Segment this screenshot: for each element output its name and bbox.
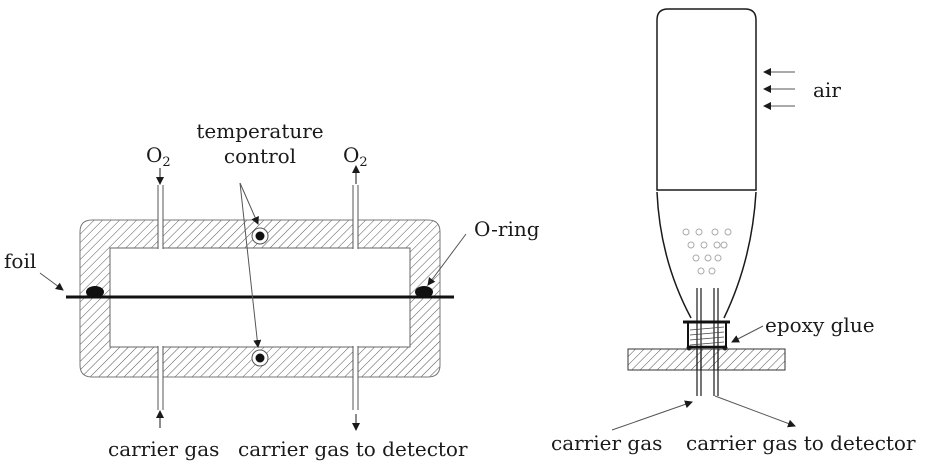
temperature-pointer-top [239,182,259,225]
foil-label: foil [4,249,36,273]
epoxy-seal [689,326,725,346]
temperature-label-line1: temperature [196,119,323,143]
o2-in-label: O2 [146,143,171,170]
carrier-in-pointer [611,400,693,431]
carrier-out-pointer [714,395,796,428]
right-carrier-gas-label: carrier gas [551,431,662,455]
epoxy-pointer [731,325,764,343]
capillary-tubes [696,288,719,396]
carrier-gas-detector-label: carrier gas to detector [238,437,468,461]
o-ring-right [415,286,433,298]
diffusion-cell: O2 O2 temperature control O-ring foil ca… [4,119,540,461]
right-carrier-gas-detector-label: carrier gas to detector [686,431,916,455]
bottle-body [656,8,757,191]
air-label: air [813,78,841,102]
foil-pointer [39,272,64,291]
o2-out-label: O2 [343,143,368,170]
o-ring-label: O-ring [474,217,540,241]
o-ring-left [86,286,104,298]
temperature-probe-bottom [251,349,269,367]
carrier-gas-label: carrier gas [108,437,219,461]
bottle-sampler: air epoxy glue carrier gas carrier gas t… [551,8,916,455]
base-plate [627,348,786,371]
bubbles [682,228,732,275]
temperature-label-line2: control [224,144,296,168]
temperature-probe-top [251,227,269,245]
o-ring-pointer [427,233,467,286]
epoxy-label: epoxy glue [765,313,875,337]
bottle-neck [656,191,757,319]
temperature-pointer-bottom [239,182,262,348]
